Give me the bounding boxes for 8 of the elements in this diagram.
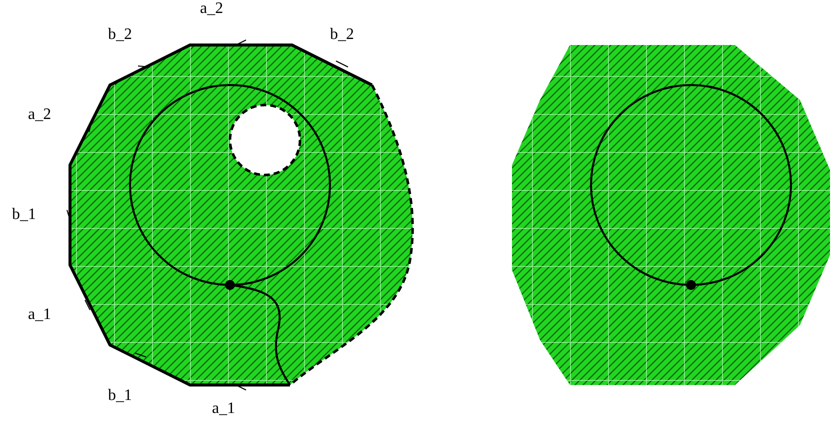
side-label: a_1 <box>28 306 52 324</box>
side-label: a_2 <box>28 106 52 124</box>
side-label: a_2 <box>200 0 224 18</box>
side-label: b_1 <box>12 206 36 224</box>
side-label: b_2 <box>330 26 354 44</box>
side-label: b_2 <box>108 26 132 44</box>
side-label: b_1 <box>108 387 132 405</box>
side-label: a_1 <box>212 400 236 418</box>
